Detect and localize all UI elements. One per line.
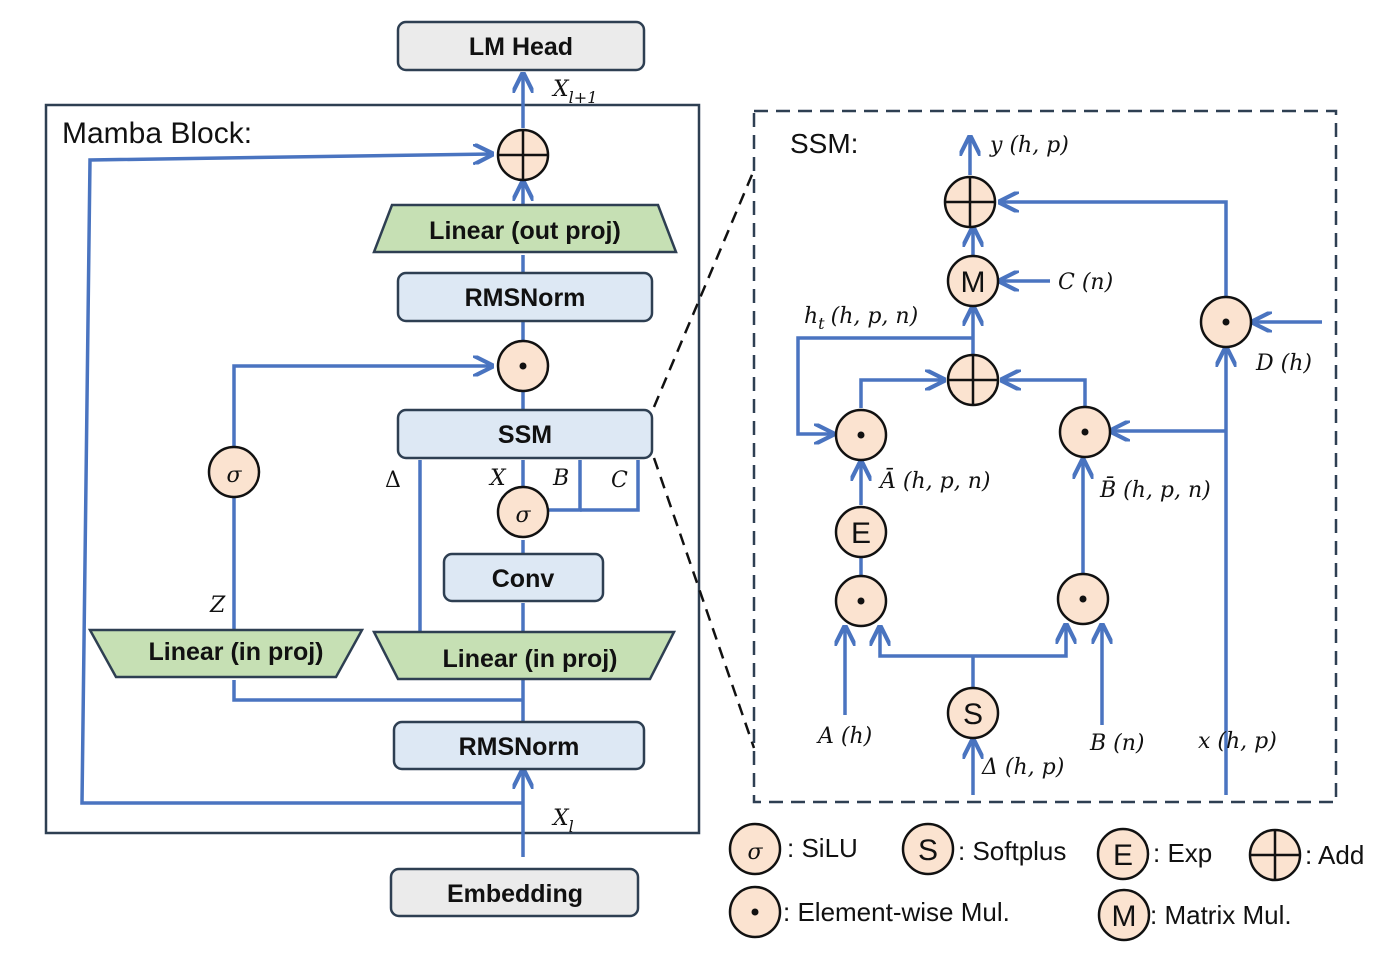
linear-in-proj-right-box xyxy=(371,630,677,681)
silu-gate-node: σ xyxy=(207,445,261,499)
rmsnorm-top-box xyxy=(396,271,654,323)
gate-mul-node xyxy=(496,339,550,393)
mamba-block-frame xyxy=(44,103,701,835)
svg-text:σ: σ xyxy=(747,840,763,865)
rmsnorm-bottom-box xyxy=(392,720,646,771)
a-in-label: A (h) xyxy=(816,724,872,749)
svg-text:: Add: : Add xyxy=(1305,840,1364,870)
legend-exp: E : Exp xyxy=(1096,827,1212,881)
rmsnorm-bottom-label: RMSNorm xyxy=(459,733,580,761)
svg-text:S: S xyxy=(963,698,983,731)
b-in-label: B (n) xyxy=(1089,731,1145,756)
zoom-connector-bottom xyxy=(652,457,756,749)
embedding-label: Embedding xyxy=(447,880,583,908)
x-label: X xyxy=(488,466,507,491)
legend-add: : Add xyxy=(1248,828,1364,882)
svg-text:σ: σ xyxy=(226,463,242,488)
state-add-node xyxy=(946,353,1000,407)
silu-conv-node: σ xyxy=(496,485,550,539)
svg-text:: Element-wise Mul.: : Element-wise Mul. xyxy=(783,897,1010,927)
svg-text:E: E xyxy=(851,517,871,550)
b-label: B xyxy=(552,466,569,491)
b-bar-label: B̄ (h, p, n) xyxy=(1099,476,1211,503)
softplus-node: S xyxy=(946,686,1000,740)
x-l-label: Xl xyxy=(551,806,574,836)
legend-silu: σ : SiLU xyxy=(728,822,858,876)
ssm-detail-title: SSM: xyxy=(790,128,858,159)
legend-matrix: M : Matrix Mul. xyxy=(1097,888,1292,942)
lm-head-box xyxy=(396,20,646,72)
c-in-label: C (n) xyxy=(1058,270,1113,295)
linear-out-proj-box xyxy=(372,203,678,254)
svg-text:: Matrix Mul.: : Matrix Mul. xyxy=(1150,900,1292,930)
embedding-box xyxy=(389,867,640,918)
d-in-label: D (h) xyxy=(1255,351,1312,376)
svg-text:E: E xyxy=(1113,839,1133,872)
lm-head-label: LM Head xyxy=(469,33,573,61)
conv-box xyxy=(442,552,605,603)
svg-text:M: M xyxy=(1112,900,1137,933)
linear-out-proj-label: Linear (out proj) xyxy=(429,217,621,245)
y-out-label: y (h, p) xyxy=(989,133,1069,158)
delta-a-mul-node xyxy=(834,574,888,628)
conv-label: Conv xyxy=(492,565,555,593)
delta-in-label: Δ (h, p) xyxy=(981,755,1064,780)
ssm-label: SSM xyxy=(498,421,552,449)
mamba-block-title: Mamba Block: xyxy=(62,117,252,150)
ssm-output-add-node xyxy=(943,175,997,229)
ssm-detail-frame xyxy=(752,109,1338,804)
exp-node: E xyxy=(834,505,888,559)
a-bar-mul-node xyxy=(834,408,888,462)
svg-text:: Exp: : Exp xyxy=(1153,838,1212,868)
svg-text:σ: σ xyxy=(515,503,531,528)
z-label: Z xyxy=(209,593,226,618)
ssm-wires xyxy=(796,137,1322,795)
legend: σ : SiLU S : Softplus E : Exp : Add : El… xyxy=(728,822,1364,942)
svg-text:S: S xyxy=(918,834,938,867)
linear-in-proj-left-label: Linear (in proj) xyxy=(149,638,324,666)
ssm-box xyxy=(396,408,654,460)
linear-in-proj-left-box xyxy=(87,628,365,679)
rmsnorm-top-label: RMSNorm xyxy=(465,284,586,312)
c-label: C xyxy=(611,468,628,493)
mamba-wires xyxy=(80,74,640,857)
b-bar-mul-node xyxy=(1058,405,1112,459)
residual-add-node xyxy=(496,128,550,182)
x-next-label: Xl+1 xyxy=(551,77,597,107)
d-mul-node xyxy=(1199,295,1253,349)
a-bar-label: Ā (h, p, n) xyxy=(878,468,990,494)
svg-text:M: M xyxy=(961,266,986,299)
legend-softplus: S : Softplus xyxy=(901,822,1066,876)
linear-in-proj-right-label: Linear (in proj) xyxy=(443,645,618,673)
svg-text:: SiLU: : SiLU xyxy=(787,833,858,863)
legend-elementwise: : Element-wise Mul. xyxy=(728,885,1010,939)
matmul-node: M xyxy=(946,254,1000,308)
zoom-connector-top xyxy=(652,169,756,408)
x-in-label: x (h, p) xyxy=(1198,729,1277,754)
h-t-label: ht(h, p, n) xyxy=(804,304,918,333)
delta-label: Δ xyxy=(385,468,401,493)
svg-text:: Softplus: : Softplus xyxy=(958,836,1066,866)
delta-b-mul-node xyxy=(1056,572,1110,626)
